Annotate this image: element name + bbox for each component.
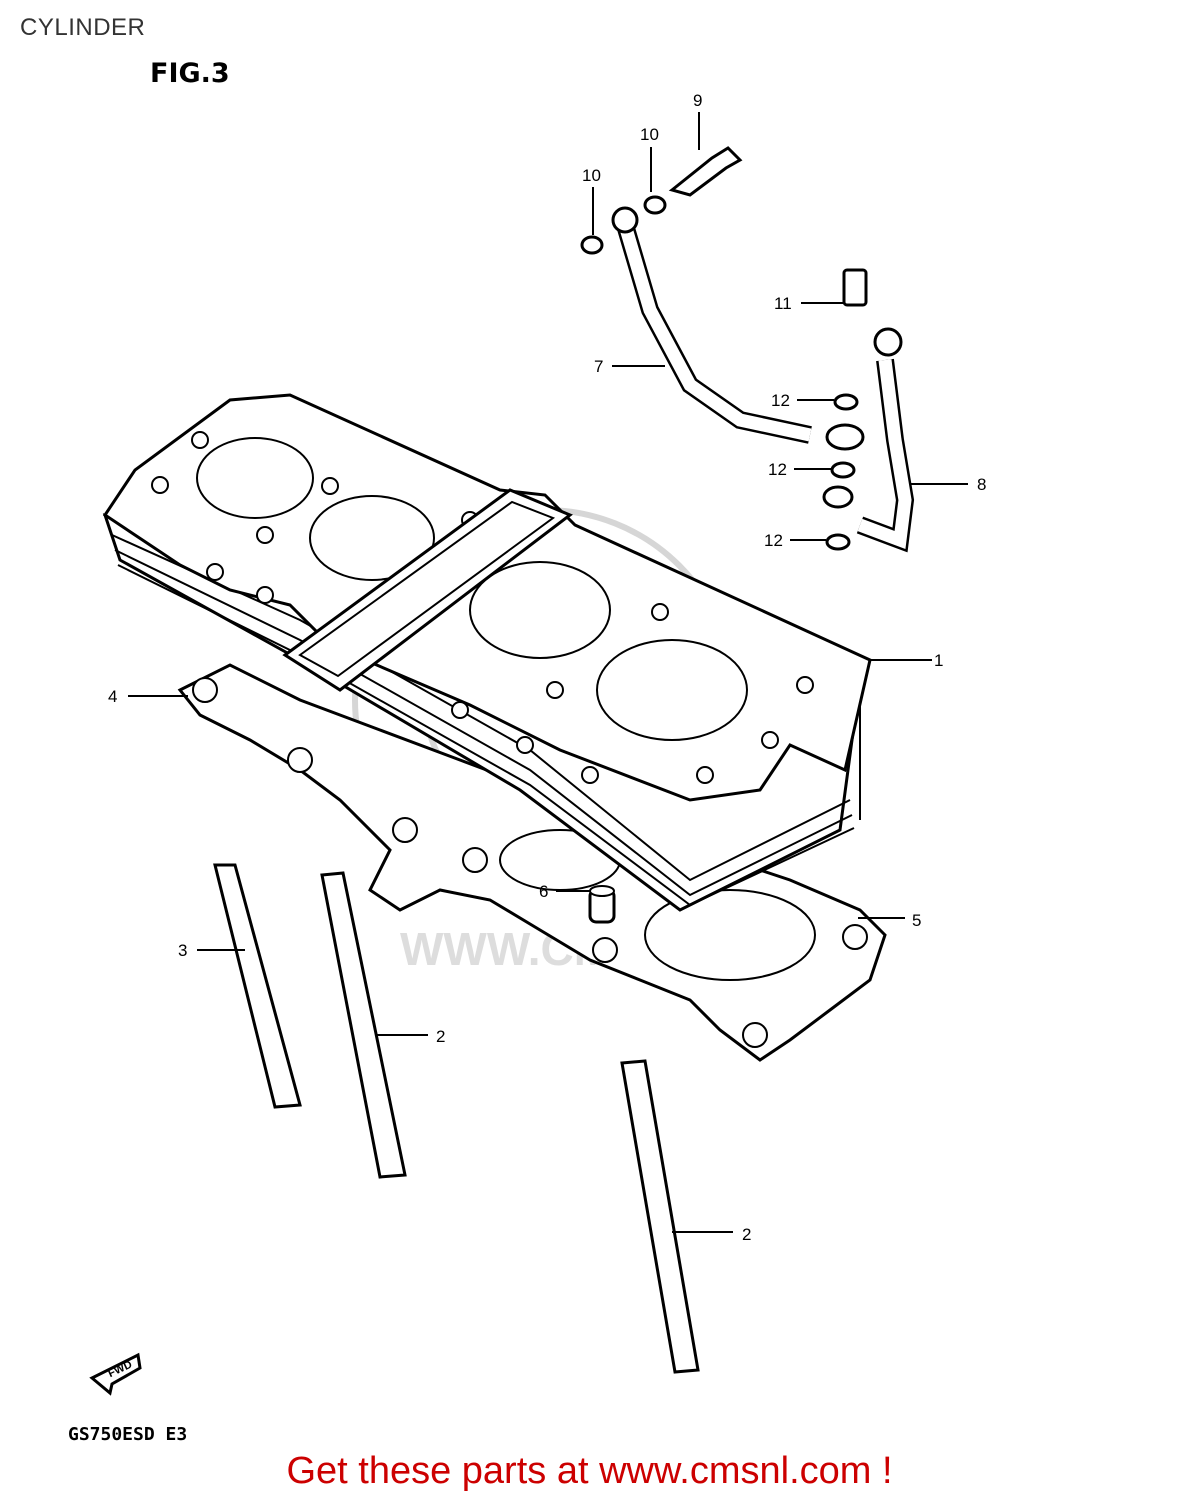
model-code: GS750ESD E3 (68, 1424, 188, 1445)
parts-diagram: WWW.CMSNL.COM (89, 91, 986, 1396)
callout-2a: 2 (436, 1027, 445, 1046)
cylinder-block (102, 393, 872, 912)
callout-12c: 12 (764, 531, 783, 550)
page-title: CYLINDER (20, 14, 146, 41)
callout-10a: 10 (640, 125, 659, 144)
oil-hoses (611, 206, 915, 553)
callout-1: 1 (934, 651, 943, 670)
callout-10b: 10 (582, 166, 601, 185)
callout-8: 8 (977, 475, 986, 494)
dowel-pin (588, 885, 616, 924)
callout-4: 4 (108, 687, 117, 706)
callout-3: 3 (178, 941, 187, 960)
callout-12b: 12 (768, 460, 787, 479)
callout-9: 9 (693, 91, 702, 110)
callout-12a: 12 (771, 391, 790, 410)
callout-6: 6 (539, 882, 548, 901)
callout-2b: 2 (742, 1225, 751, 1244)
stud-bolts (213, 863, 700, 1374)
forward-arrow-icon: FWD (89, 1352, 142, 1396)
figure-label: FIG.3 (150, 58, 230, 89)
callout-numbers: 1 2 2 3 4 5 6 7 8 9 10 10 11 12 12 12 (108, 91, 986, 1244)
callout-leaders (128, 112, 968, 1233)
callout-7: 7 (594, 357, 603, 376)
callout-5: 5 (912, 911, 921, 930)
callout-11: 11 (774, 294, 792, 313)
fasteners (580, 146, 868, 551)
parts-shop-link[interactable]: Get these parts at www.cmsnl.com ! (286, 1450, 893, 1492)
